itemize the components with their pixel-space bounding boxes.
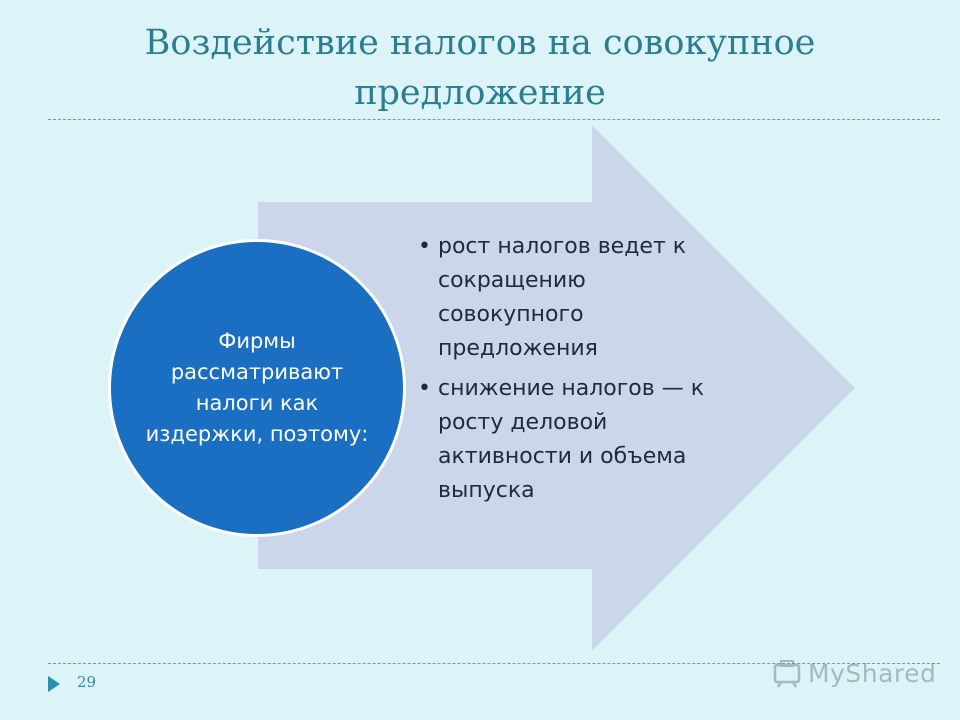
bullet-list: • рост налогов ведет к сокращению совоку… [416,230,726,514]
watermark: MyShared [772,658,936,688]
watermark-text: MyShared [808,658,937,688]
arrow-shape [258,125,855,651]
bullet-icon: • [418,376,431,401]
diagram-circle: Фирмы рассматривают налоги как издержки,… [108,239,406,537]
title-line-2: предложение [354,73,606,113]
bullet-text: рост налогов ведет к сокращению совокупн… [438,234,687,361]
watermark-logo-icon [773,660,801,688]
slide-title: Воздействие налогов на совокупное предло… [80,18,880,118]
page-marker-icon [48,676,60,692]
title-line-1: Воздействие налогов на совокупное [144,23,816,63]
bullet-text: снижение налогов — к росту деловой актив… [438,376,704,503]
page-number: 29 [77,673,97,691]
circle-text: Фирмы рассматривают налоги как издержки,… [145,329,369,446]
bullet-icon: • [418,234,431,259]
title-divider [48,119,940,120]
bullet-item: • снижение налогов — к росту деловой акт… [416,372,726,508]
footer-divider [48,663,940,664]
bullet-item: • рост налогов ведет к сокращению совоку… [416,230,726,366]
